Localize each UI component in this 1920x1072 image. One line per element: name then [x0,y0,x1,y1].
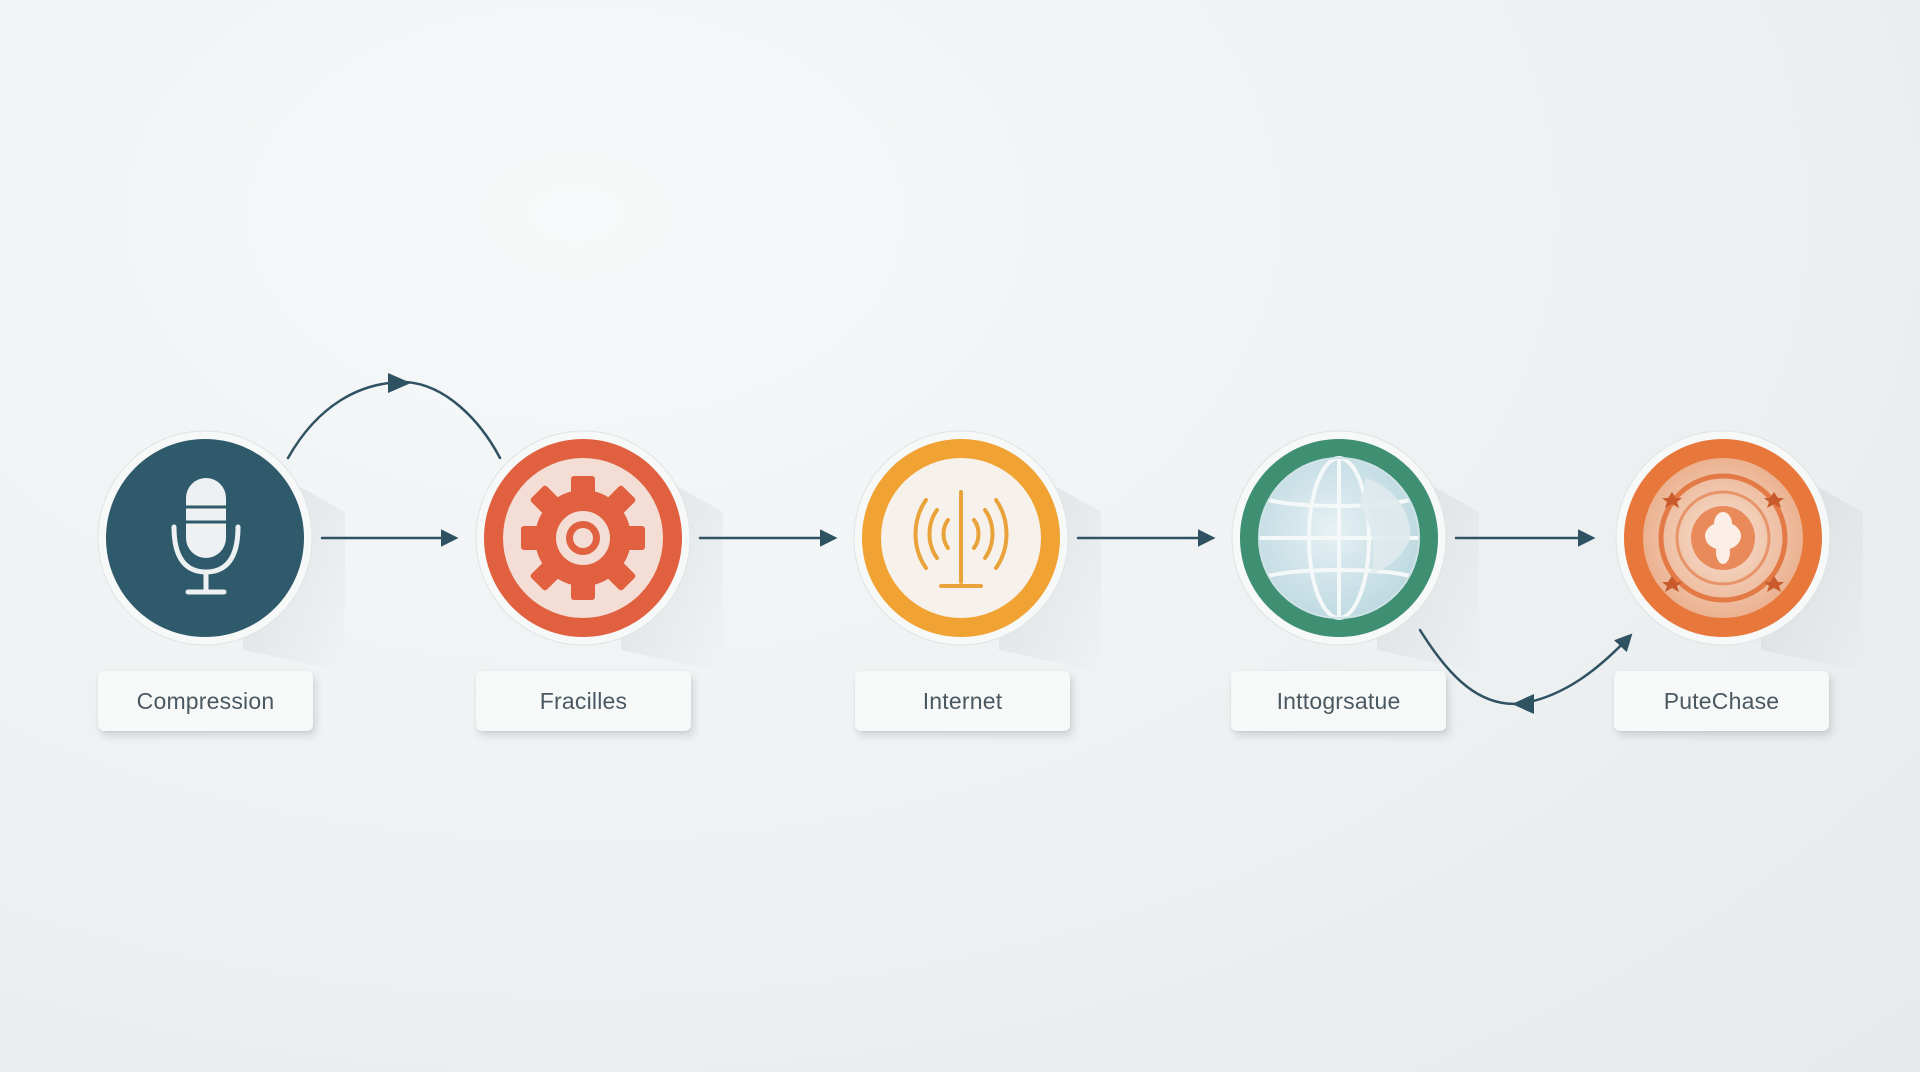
node-label-text: PuteChase [1663,687,1780,714]
node-putechase[interactable] [1615,430,1863,672]
globe-icon [1258,456,1420,620]
node-label-intorgsatue: Inttogrsatue [1231,671,1446,731]
microphone-icon [171,478,241,595]
node-label-text: Fracilles [539,687,628,714]
curved-arrow-top [286,380,502,460]
node-internet[interactable] [853,430,1101,672]
node-label-text: Internet [922,687,1003,714]
target-emblem-icon [1643,458,1803,618]
node-fracilles[interactable] [475,430,723,672]
antenna-signal-icon [913,490,1009,588]
node-label-text: Compression [136,687,275,714]
gear-icon [521,476,645,600]
node-intorgsatue[interactable] [1231,430,1479,672]
curved-arrow-top-head [388,373,411,393]
node-label-putechase: PuteChase [1614,671,1829,731]
node-label-internet: Internet [855,671,1070,731]
node-label-fracilles: Fracilles [476,671,691,731]
node-compression[interactable] [97,430,345,672]
curved-arrow-bottom-back-head [1512,694,1534,714]
node-label-text: Inttogrsatue [1276,687,1401,714]
node-label-compression: Compression [98,671,313,731]
